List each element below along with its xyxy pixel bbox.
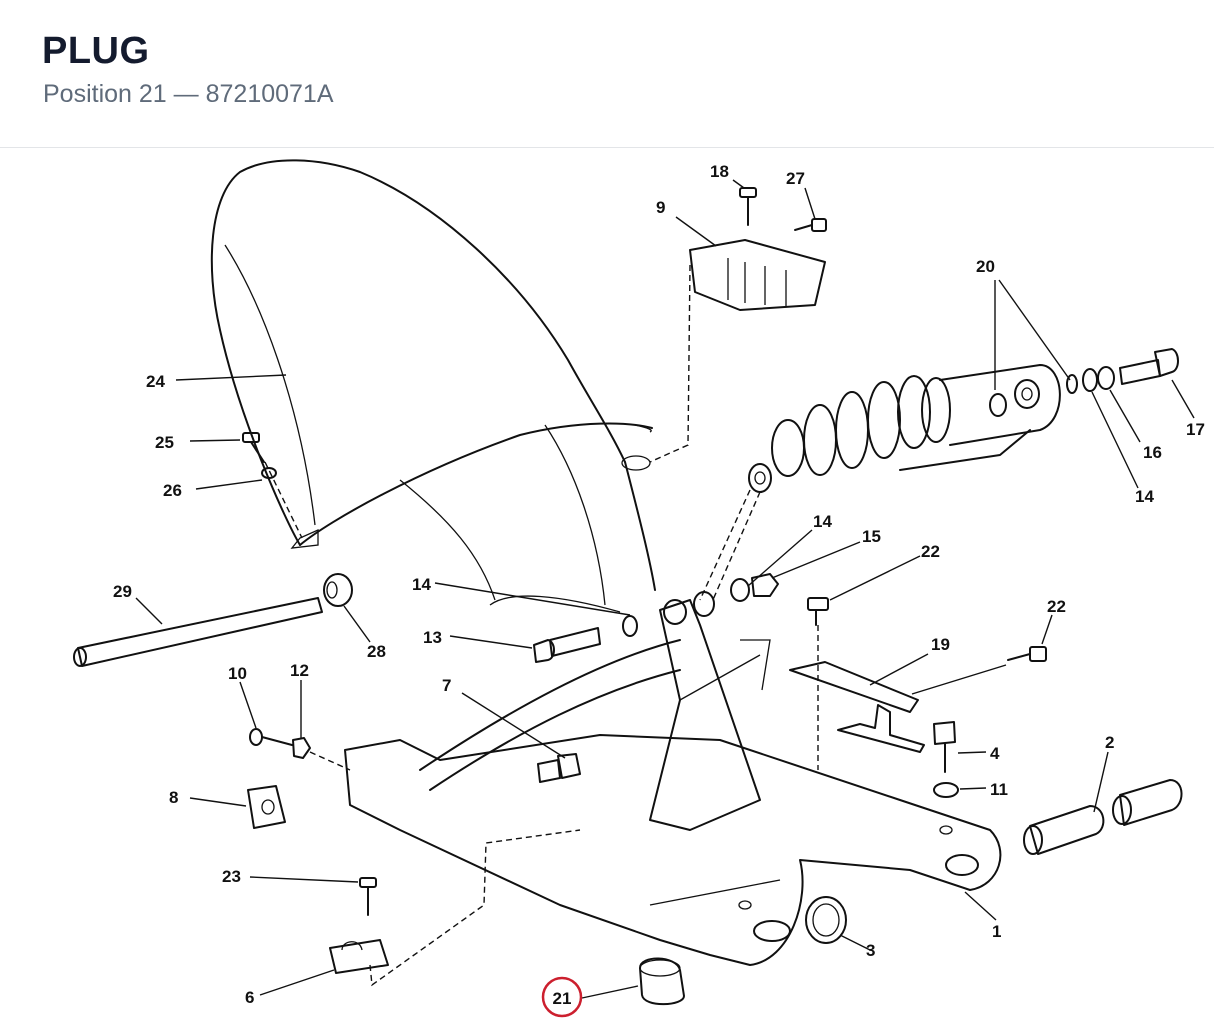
part-screw-23[interactable] <box>359 877 377 916</box>
callout-23[interactable]: 23 <box>222 867 241 886</box>
callout-16[interactable]: 16 <box>1143 443 1162 462</box>
callout-2[interactable]: 2 <box>1105 733 1114 752</box>
part-bushing-28[interactable] <box>323 573 353 607</box>
part-washer-14-left[interactable] <box>622 615 638 637</box>
part-mudguard[interactable] <box>210 159 656 613</box>
callout-4[interactable]: 4 <box>990 744 1000 763</box>
callout-22-upper[interactable]: 22 <box>921 542 940 561</box>
part-screw-22-right[interactable] <box>1007 646 1047 662</box>
part-chain-guard[interactable] <box>689 239 826 311</box>
part-bushing-2-left[interactable] <box>1023 805 1105 855</box>
page-title: PLUG <box>42 30 150 72</box>
callout-9[interactable]: 9 <box>656 198 665 217</box>
part-fitting-7[interactable] <box>537 753 581 783</box>
callout-11[interactable]: 11 <box>990 780 1008 799</box>
exploded-parts-diagram: 24 25 26 9 18 27 <box>0 148 1214 1035</box>
part-nut-15[interactable] <box>751 573 779 597</box>
part-nut-12[interactable] <box>292 737 311 759</box>
callout-6[interactable]: 6 <box>245 988 254 1007</box>
callout-14-mid[interactable]: 14 <box>813 512 832 531</box>
subtitle-separator: — <box>173 80 199 108</box>
callout-27[interactable]: 27 <box>786 169 805 188</box>
part-screw-10[interactable] <box>249 728 293 746</box>
part-plug-21[interactable] <box>639 957 685 1006</box>
callout-20[interactable]: 20 <box>976 257 995 276</box>
position-label: Position 21 <box>43 80 167 108</box>
part-axle-29[interactable] <box>73 597 323 667</box>
callout-24[interactable]: 24 <box>146 372 165 391</box>
part-bolt-17[interactable] <box>1119 348 1179 385</box>
callout-29[interactable]: 29 <box>113 582 132 601</box>
part-screw-22-upper[interactable] <box>807 597 829 626</box>
page-header: PLUG Position 21 — 87210071A <box>0 0 1214 148</box>
callout-21[interactable]: 21 <box>553 989 572 1008</box>
part-bolt-13[interactable] <box>533 627 601 663</box>
callout-25[interactable]: 25 <box>155 433 174 452</box>
callout-13[interactable]: 13 <box>423 628 442 647</box>
part-adjuster-block-8[interactable] <box>247 785 286 829</box>
part-bracket-6[interactable] <box>329 939 389 974</box>
callout-10[interactable]: 10 <box>228 664 247 683</box>
part-spacer-20[interactable] <box>1066 374 1078 394</box>
part-washer-11[interactable] <box>933 782 959 798</box>
callout-3[interactable]: 3 <box>866 941 875 960</box>
part-bushing-2-right[interactable] <box>1112 779 1183 826</box>
part-bracket-19[interactable] <box>789 661 925 753</box>
callout-14-left[interactable]: 14 <box>412 575 431 594</box>
part-washer-14-upper[interactable] <box>1082 368 1098 392</box>
part-washer-14-mid[interactable] <box>730 578 750 602</box>
callout-28[interactable]: 28 <box>367 642 386 661</box>
callout-12[interactable]: 12 <box>290 661 309 680</box>
callout-7[interactable]: 7 <box>442 676 451 695</box>
callout-18[interactable]: 18 <box>710 162 729 181</box>
callout-8[interactable]: 8 <box>169 788 178 807</box>
callout-26[interactable]: 26 <box>163 481 182 500</box>
part-screw-4[interactable] <box>933 721 956 773</box>
page-subtitle: Position 21 — 87210071A <box>43 80 334 109</box>
part-screw-25[interactable] <box>242 432 265 463</box>
callout-22-right[interactable]: 22 <box>1047 597 1066 616</box>
callout-15[interactable]: 15 <box>862 527 881 546</box>
callout-1[interactable]: 1 <box>992 922 1001 941</box>
callout-19[interactable]: 19 <box>931 635 950 654</box>
part-number: 87210071A <box>205 80 334 108</box>
highlight-ring-21[interactable] <box>541 976 583 1018</box>
callout-14-right[interactable]: 14 <box>1135 487 1154 506</box>
part-swingarm[interactable] <box>344 591 1002 966</box>
part-washer-16[interactable] <box>1097 366 1115 390</box>
part-shock-absorber[interactable] <box>748 364 1061 493</box>
part-screw-27[interactable] <box>794 218 827 232</box>
part-washer-26[interactable] <box>261 467 277 479</box>
callout-17[interactable]: 17 <box>1186 420 1205 439</box>
part-ring-3[interactable] <box>805 896 847 944</box>
part-screw-18[interactable] <box>739 187 757 226</box>
